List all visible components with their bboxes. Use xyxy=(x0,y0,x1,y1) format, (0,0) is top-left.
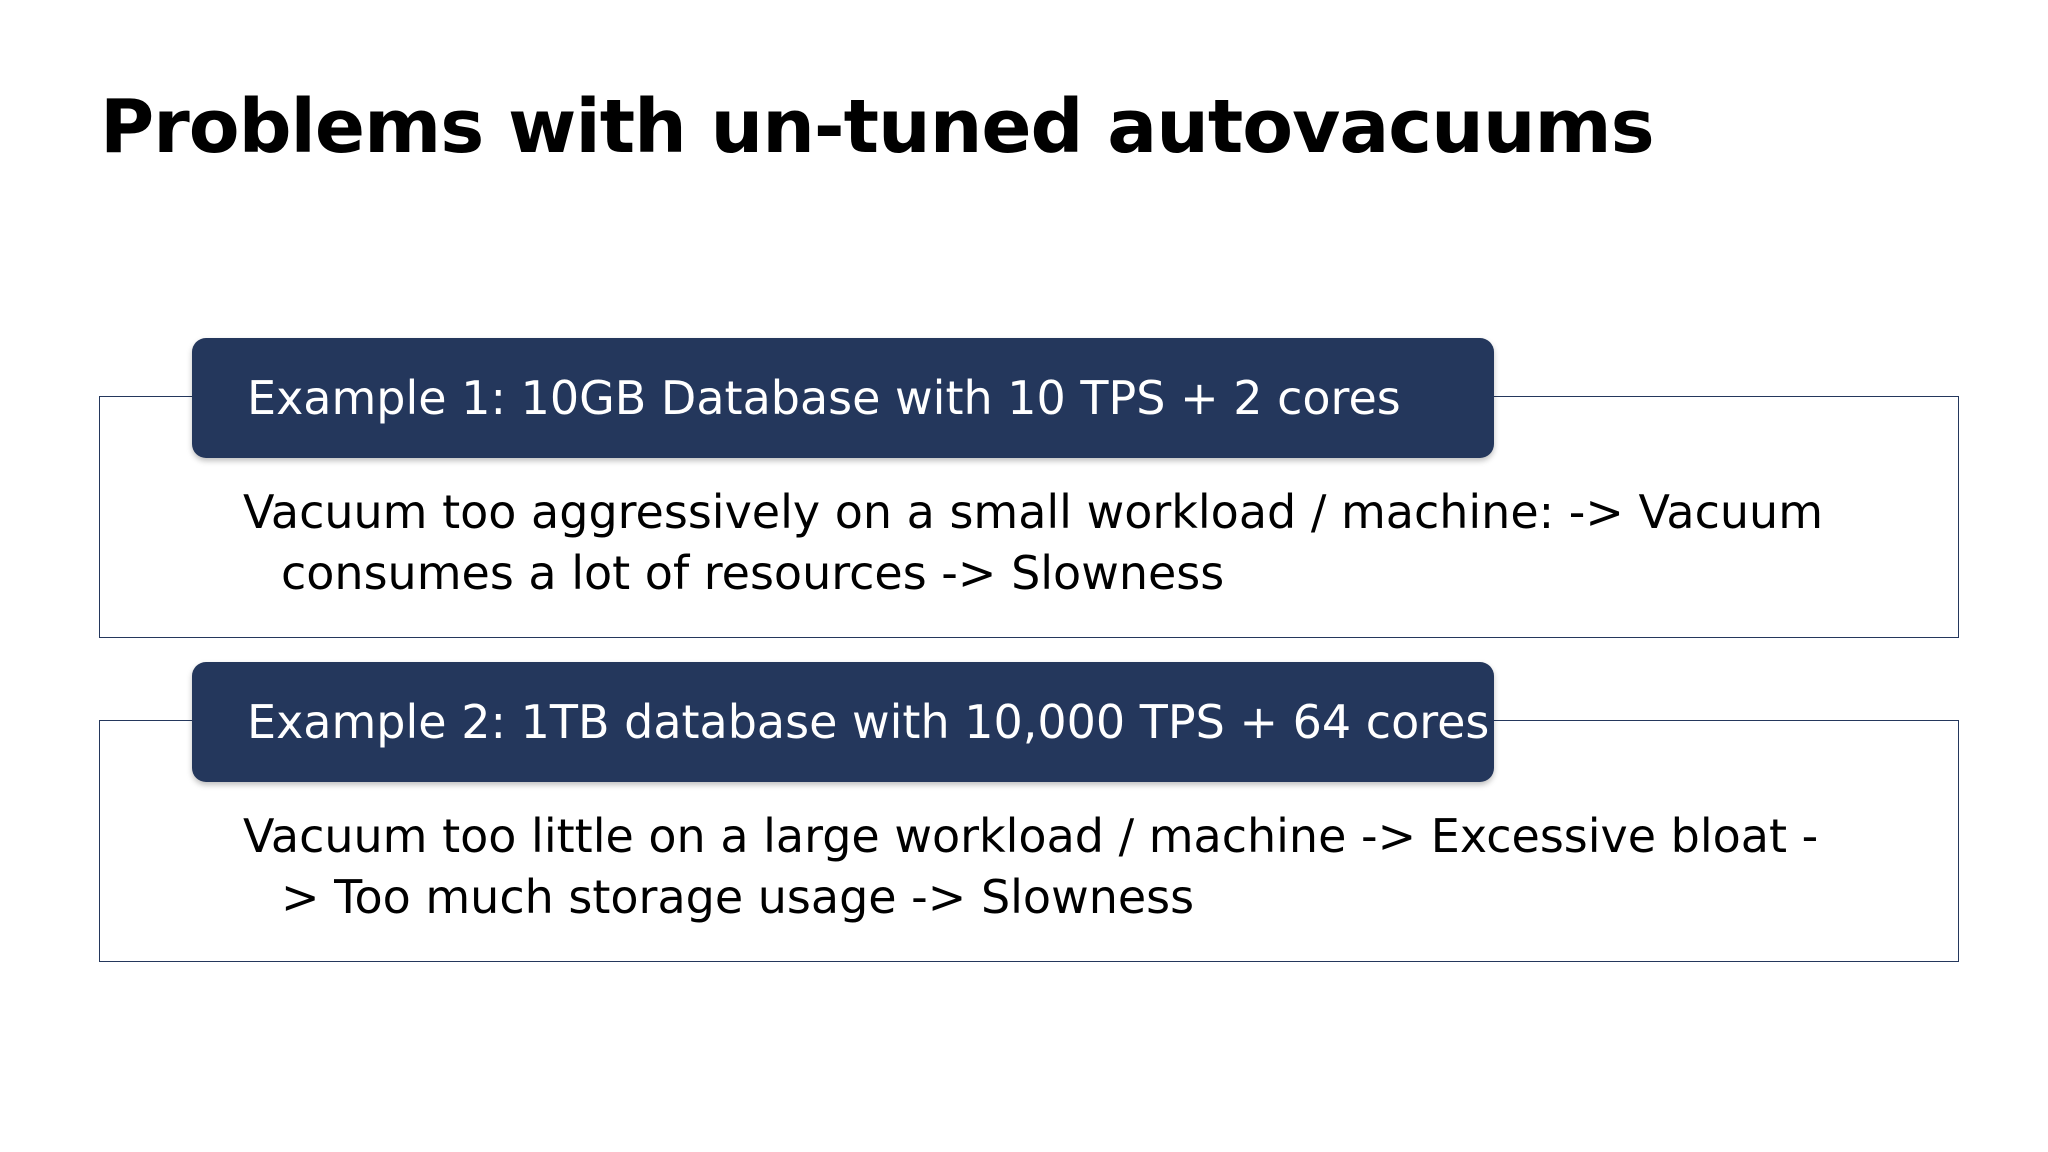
example-1-body: Vacuum too aggressively on a small workl… xyxy=(243,485,1824,600)
example-1-header: Example 1: 10GB Database with 10 TPS + 2… xyxy=(192,338,1494,458)
example-2-body: Vacuum too little on a large workload / … xyxy=(243,809,1819,924)
slide-title: Problems with un-tuned autovacuums xyxy=(100,84,1655,170)
example-2-header: Example 2: 1TB database with 10,000 TPS … xyxy=(192,662,1494,782)
